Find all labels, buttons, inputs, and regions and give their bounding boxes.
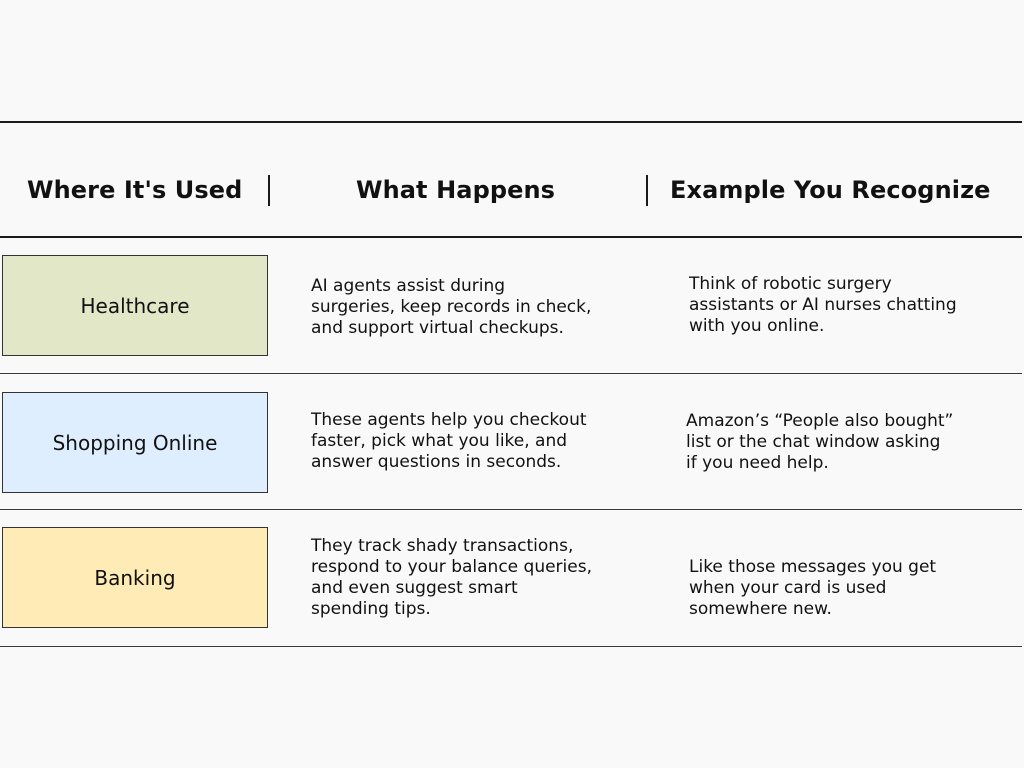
what-happens-shopping-online: These agents help you checkout faster, p… <box>311 410 587 473</box>
text-line: Think of robotic surgery <box>689 274 892 294</box>
text-line: respond to your balance queries, <box>311 557 592 577</box>
column-header-where: Where It's Used <box>27 176 243 204</box>
column-header-what: What Happens <box>356 176 556 204</box>
text-line: and even suggest smart <box>311 578 518 598</box>
example-banking: Like those messages you get when your ca… <box>689 557 936 620</box>
where-label-healthcare: Healthcare <box>2 255 268 356</box>
text-line: Amazon’s “People also bought” <box>686 411 954 431</box>
column-separator <box>268 175 270 206</box>
text-line: These agents help you checkout <box>311 410 587 430</box>
row-divider <box>0 646 1022 647</box>
row-divider <box>0 509 1022 510</box>
column-separator <box>646 175 648 206</box>
header-bottom-rule <box>0 236 1022 238</box>
text-line: somewhere new. <box>689 599 832 619</box>
text-line: answer questions in seconds. <box>311 452 562 472</box>
text-line: list or the chat window asking <box>686 432 941 452</box>
text-line: and support virtual checkups. <box>311 318 564 338</box>
text-line: with you online. <box>689 316 825 336</box>
what-happens-healthcare: AI agents assist during surgeries, keep … <box>311 276 591 339</box>
column-header-example: Example You Recognize <box>670 176 991 204</box>
text-line: when your card is used <box>689 578 887 598</box>
text-line: Like those messages you get <box>689 557 937 577</box>
example-healthcare: Think of robotic surgery assistants or A… <box>689 274 957 337</box>
text-line: faster, pick what you like, and <box>311 431 568 451</box>
what-happens-banking: They track shady transactions, respond t… <box>311 536 592 620</box>
text-line: spending tips. <box>311 599 431 619</box>
text-line: AI agents assist during <box>311 276 506 296</box>
text-line: if you need help. <box>686 453 829 473</box>
example-shopping-online: Amazon’s “People also bought” list or th… <box>686 411 953 474</box>
text-line: assistants or AI nurses chatting <box>689 295 957 315</box>
where-label-shopping-online: Shopping Online <box>2 392 268 493</box>
where-label-banking: Banking <box>2 527 268 628</box>
text-line: surgeries, keep records in check, <box>311 297 592 317</box>
table-top-rule <box>0 121 1022 123</box>
row-divider <box>0 373 1022 374</box>
text-line: They track shady transactions, <box>311 536 574 556</box>
